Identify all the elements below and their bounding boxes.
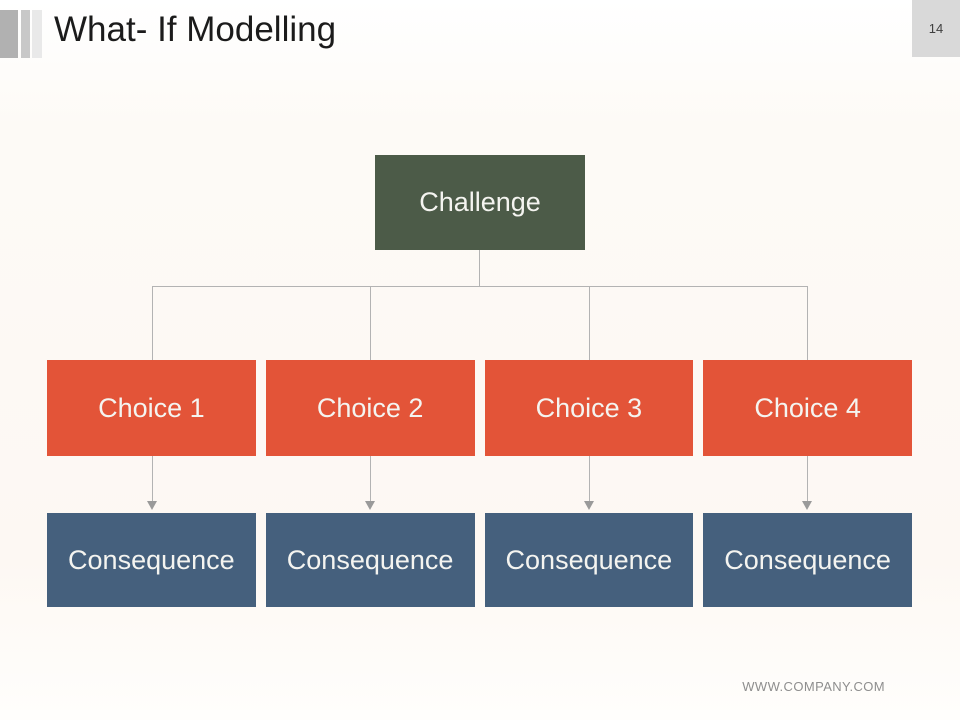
arrow-1-stem <box>152 456 153 502</box>
choice-4-label: Choice 4 <box>754 392 861 423</box>
connector-root-stem <box>479 250 480 287</box>
choices-row: Choice 1 Choice 2 Choice 3 Choice 4 <box>47 360 912 456</box>
accent-bar-2 <box>21 10 30 58</box>
accent-bar-1 <box>0 10 18 58</box>
challenge-label: Challenge <box>419 187 541 217</box>
choice-1-label: Choice 1 <box>98 392 205 423</box>
arrow-2-stem <box>370 456 371 502</box>
arrow-3-stem <box>589 456 590 502</box>
arrow-down-icon <box>365 501 375 510</box>
connector-drop-4 <box>807 287 808 360</box>
choice-2-label: Choice 2 <box>316 392 424 423</box>
footer-url: WWW.COMPANY.COM <box>742 679 885 694</box>
choice-2-node: Choice 2 <box>265 360 475 456</box>
arrow-down-icon <box>584 501 594 510</box>
choice-1-node: Choice 1 <box>47 360 256 456</box>
connector-horizontal <box>152 286 808 287</box>
choice-3-node: Choice 3 <box>484 360 694 456</box>
consequence-2-node: Consequence <box>265 513 475 607</box>
choice-3-label: Choice 3 <box>535 392 643 423</box>
page-number-badge: 14 <box>912 0 960 57</box>
consequence-3-label: Consequence <box>505 544 673 575</box>
consequences-row: Consequence Consequence Consequence Cons… <box>47 513 912 607</box>
consequence-4-node: Consequence <box>703 513 912 607</box>
arrow-down-icon <box>147 501 157 510</box>
consequence-4-label: Consequence <box>724 544 891 575</box>
choice-4-node: Choice 4 <box>703 360 912 456</box>
consequence-1-node: Consequence <box>47 513 256 607</box>
connector-drop-2 <box>370 287 371 360</box>
connector-drop-1 <box>152 287 153 360</box>
consequence-1-label: Consequence <box>68 544 235 575</box>
challenge-node: Challenge <box>375 155 585 250</box>
arrow-4-stem <box>807 456 808 502</box>
consequence-2-label: Consequence <box>286 544 454 575</box>
accent-bar-3 <box>32 10 42 58</box>
page-title: What- If Modelling <box>54 10 337 49</box>
consequence-3-node: Consequence <box>484 513 694 607</box>
connector-drop-3 <box>589 287 590 360</box>
arrow-down-icon <box>802 501 812 510</box>
